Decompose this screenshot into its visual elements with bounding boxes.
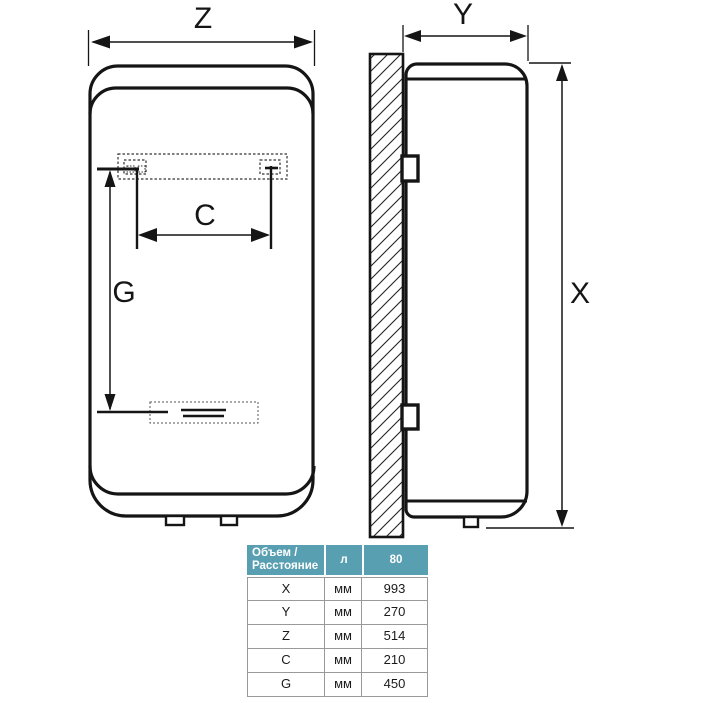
- header-unit-liters: л: [326, 545, 362, 575]
- dimension-c: C: [135, 166, 273, 249]
- c-arrow-left: [138, 228, 157, 242]
- table-row-z: Z мм 514: [247, 625, 428, 649]
- y-arrow-left: [404, 30, 421, 42]
- row-c-param: C: [247, 649, 325, 673]
- z-arrow-left: [91, 35, 110, 49]
- row-y-value: 270: [362, 601, 428, 625]
- mounting-hole-left-slot-b: [137, 165, 146, 173]
- header-volume-distance: Объем / Расстояние: [247, 545, 324, 575]
- row-x-param: X: [247, 577, 325, 601]
- g-arrow-down: [104, 394, 116, 411]
- front-view: Z C G: [87, 2, 316, 527]
- row-g-unit: мм: [325, 673, 362, 697]
- g-arrow-up: [104, 170, 116, 187]
- mounting-hole-left: [123, 159, 147, 175]
- front-pipe-stub-right: [219, 514, 239, 527]
- mounting-hole-right: [259, 159, 281, 175]
- c-arrow-right: [251, 228, 270, 242]
- y-label: Y: [453, 0, 473, 31]
- g-label: G: [112, 276, 135, 309]
- c-label: C: [194, 199, 216, 232]
- row-x-value: 993: [362, 577, 428, 601]
- front-top-seam: [88, 86, 315, 115]
- wall-bracket-upper: [400, 154, 420, 183]
- mounting-plate-dotted: [117, 153, 288, 180]
- side-body-outline: [404, 62, 529, 519]
- wall-hatched: [368, 52, 405, 539]
- wall-bracket-lower: [400, 403, 420, 431]
- z-label: Z: [194, 2, 212, 35]
- x-arrow-down: [556, 510, 568, 527]
- y-arrow-right: [510, 30, 527, 42]
- row-c-unit: мм: [325, 649, 362, 673]
- header-volume-line1: Объем /: [252, 547, 298, 559]
- side-pipe-stub: [462, 515, 480, 529]
- front-bottom-seam: [88, 465, 316, 496]
- row-c-value: 210: [362, 649, 428, 673]
- row-z-value: 514: [362, 625, 428, 649]
- dimensions-table: Объем / Расстояние л 80 X мм 993 Y мм 27…: [247, 545, 428, 697]
- x-arrow-up: [556, 64, 568, 81]
- table-row-g: G мм 450: [247, 673, 428, 697]
- row-y-param: Y: [247, 601, 325, 625]
- dimension-g: G: [97, 167, 168, 414]
- table-row-c: C мм 210: [247, 649, 428, 673]
- header-volume-line2: Расстояние: [252, 560, 319, 572]
- z-arrow-right: [294, 35, 313, 49]
- dimension-z: Z: [87, 2, 316, 66]
- table-row-x: X мм 993: [247, 577, 428, 601]
- dimension-x: X: [486, 62, 590, 529]
- row-g-value: 450: [362, 673, 428, 697]
- row-g-param: G: [247, 673, 325, 697]
- row-z-param: Z: [247, 625, 325, 649]
- table-row-y: Y мм 270: [247, 601, 428, 625]
- header-volume-value: 80: [364, 545, 428, 575]
- row-x-unit: мм: [325, 577, 362, 601]
- row-y-unit: мм: [325, 601, 362, 625]
- dimension-y: Y: [402, 0, 529, 61]
- row-z-unit: мм: [325, 625, 362, 649]
- front-pipe-stub-left: [164, 514, 186, 527]
- table-body: X мм 993 Y мм 270 Z мм 514 C мм 210 G мм: [247, 577, 428, 697]
- lower-panel-dotted: [149, 401, 259, 424]
- x-label: X: [570, 277, 590, 310]
- side-view: Y X: [368, 0, 590, 539]
- table-header-row: Объем / Расстояние л 80: [247, 545, 428, 575]
